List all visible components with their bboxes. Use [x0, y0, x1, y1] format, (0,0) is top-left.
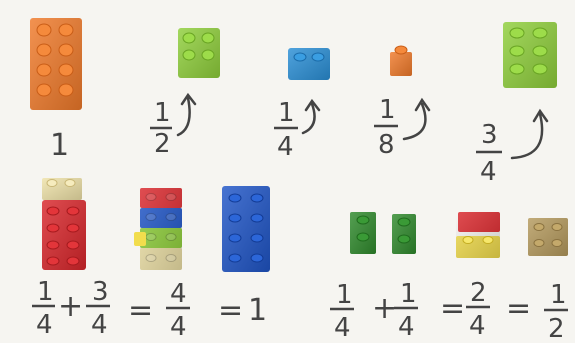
- svg-text:8: 8: [378, 130, 395, 160]
- blue-1x2-brick: [288, 48, 330, 80]
- orange-1x1-brick: [390, 45, 412, 76]
- fraction-eighth: 1 8: [374, 95, 398, 160]
- curved-arrow-icon: [402, 97, 431, 141]
- svg-text:3: 3: [481, 120, 498, 150]
- svg-text:=: =: [506, 291, 531, 326]
- svg-text:1: 1: [550, 280, 567, 310]
- svg-text:4: 4: [277, 132, 294, 162]
- tan-2x2-brick: [528, 218, 568, 256]
- svg-text:4: 4: [170, 279, 187, 309]
- curved-arrow-icon: [301, 98, 321, 135]
- cream-1x2-brick: [42, 178, 82, 200]
- svg-text:=: =: [218, 293, 243, 328]
- red-2x4-brick: [42, 200, 86, 270]
- svg-text:1: 1: [37, 277, 54, 307]
- svg-text:4: 4: [480, 157, 497, 187]
- svg-text:1: 1: [379, 95, 396, 125]
- equation-right: 1 4 + 1 4 = 2 4 = 1 2: [330, 278, 568, 343]
- svg-text:+: +: [58, 289, 83, 324]
- svg-text:2: 2: [548, 314, 565, 343]
- svg-text:4: 4: [170, 312, 187, 342]
- svg-text:1: 1: [400, 279, 417, 309]
- svg-text:=: =: [128, 293, 153, 328]
- svg-text:1: 1: [248, 293, 267, 328]
- red-yellow-stack: [456, 212, 500, 258]
- svg-text:1: 1: [154, 98, 171, 128]
- whole-label: 1: [50, 128, 69, 163]
- fraction-quarter: 1 4: [274, 98, 298, 162]
- mixed-color-stack: [134, 188, 182, 270]
- svg-text:2: 2: [154, 129, 171, 159]
- green-1x2-brick-a: [350, 212, 376, 254]
- svg-text:4: 4: [334, 313, 351, 343]
- blue-2x4-brick: [222, 186, 270, 272]
- svg-text:=: =: [440, 291, 465, 326]
- equation-left: 1 4 + 3 4 = 4 4 = 1: [32, 277, 267, 342]
- svg-text:1: 1: [278, 98, 295, 128]
- svg-text:2: 2: [470, 278, 487, 308]
- lime-2x3-brick: [503, 22, 557, 88]
- fraction-half: 1 2: [150, 98, 172, 159]
- lime-2x2-brick: [178, 28, 220, 78]
- curved-arrow-icon: [176, 92, 197, 137]
- green-1x2-brick-b: [392, 214, 416, 254]
- svg-text:3: 3: [92, 277, 109, 307]
- curved-arrow-icon: [510, 108, 549, 160]
- svg-text:1: 1: [336, 280, 353, 310]
- svg-text:4: 4: [36, 310, 53, 340]
- svg-text:4: 4: [398, 312, 415, 342]
- svg-text:4: 4: [469, 311, 486, 341]
- fraction-three-quarters: 3 4: [476, 120, 502, 187]
- svg-text:4: 4: [91, 310, 108, 340]
- svg-text:+: +: [372, 291, 397, 326]
- orange-2x4-brick: [30, 18, 82, 110]
